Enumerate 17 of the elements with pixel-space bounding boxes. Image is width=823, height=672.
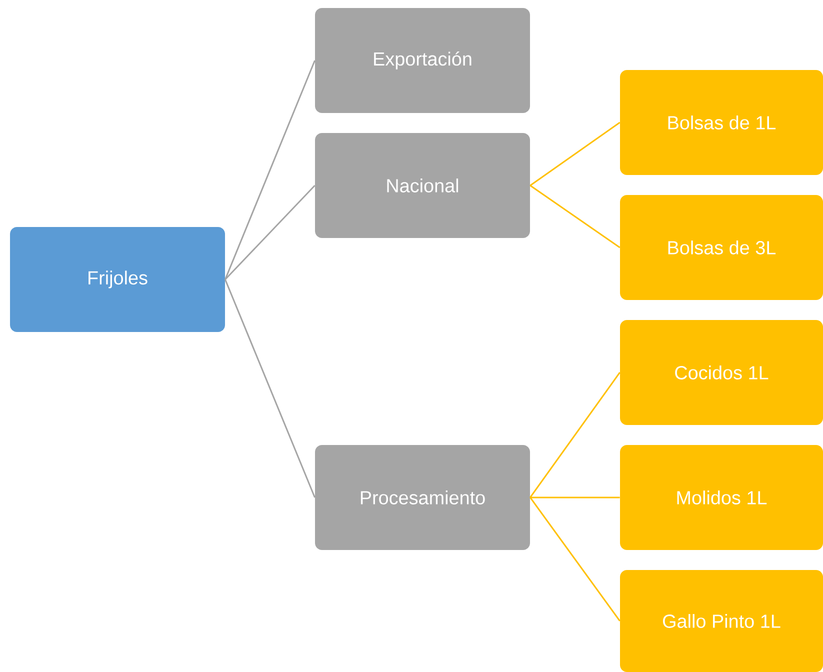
connector-line <box>224 60 316 280</box>
connector-line <box>530 497 620 622</box>
category-box: Procesamiento <box>315 444 530 550</box>
product-box: Bolsas de 3L <box>620 194 823 300</box>
connector-line <box>224 279 316 498</box>
root-box: Frijoles <box>10 226 225 332</box>
product-box: Cocidos 1L <box>620 320 823 425</box>
product-box: Gallo Pinto 1L <box>620 570 823 672</box>
connector-line <box>530 496 620 498</box>
category-box: Exportación <box>315 8 530 113</box>
product-box: Molidos 1L <box>620 444 823 550</box>
connector-line <box>224 184 316 280</box>
connector-line <box>530 372 620 498</box>
product-box: Bolsas de 1L <box>620 70 823 175</box>
connector-line <box>530 122 620 186</box>
connector-line <box>530 184 620 248</box>
category-box: Nacional <box>315 132 530 238</box>
